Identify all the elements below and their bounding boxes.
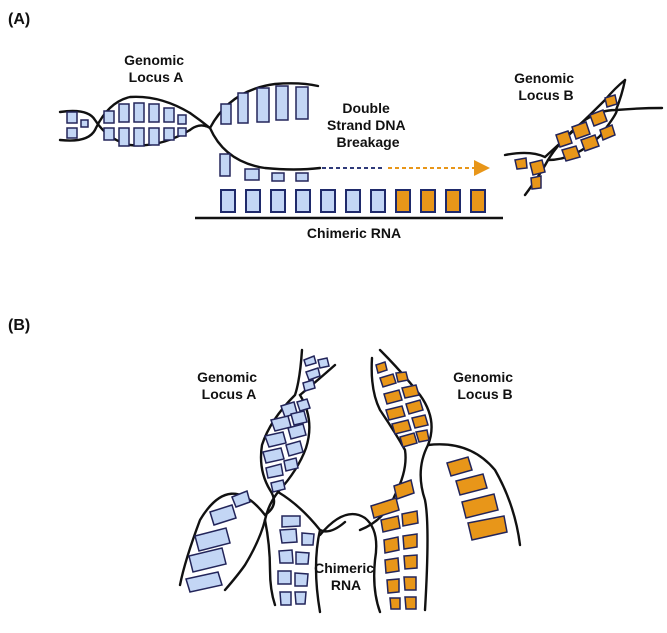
locus-a-helix: [58, 82, 322, 182]
panel-a-breakage-label: Double Strand DNA Breakage: [327, 100, 409, 150]
panel-b-rna-label: Chimeric RNA: [314, 560, 378, 593]
panel-b-label: (B): [8, 317, 30, 334]
panel-b-locus-a-label: Genomic Locus A: [197, 369, 261, 402]
chimeric-rna-a: [195, 189, 503, 220]
panel-a-rna-label: Chimeric RNA: [307, 225, 401, 241]
panel-a: (A): [8, 11, 664, 241]
panel-b-locus-a-helix: [178, 348, 347, 614]
panel-a-locus-a-label: Genomic Locus A: [124, 52, 188, 85]
panel-b-locus-b-label: Genomic Locus B: [453, 369, 517, 402]
panel-b-chimeric-rna: [318, 512, 382, 614]
panel-a-label: (A): [8, 11, 30, 28]
panel-b: (B): [8, 317, 522, 614]
panel-b-locus-b-helix: [358, 348, 522, 612]
panel-a-locus-b-label: Genomic Locus B: [514, 70, 578, 103]
locus-b-helix: [503, 78, 664, 197]
